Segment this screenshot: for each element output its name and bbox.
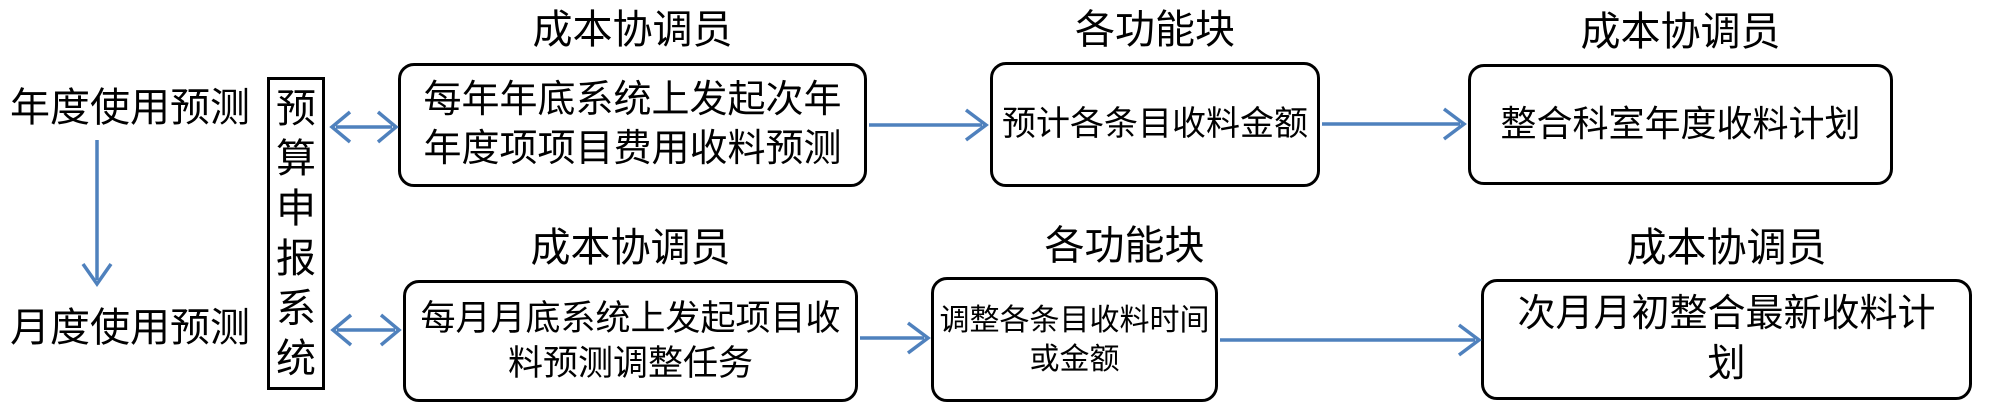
budget-system-box: 预算申报系统 <box>267 77 325 390</box>
process-box-text: 每年年底系统上发起次年 年度项项目费用收料预测 <box>423 78 842 170</box>
process-box-text: 调整各条目收料时间 或金额 <box>939 303 1210 376</box>
process-box-text: 每月月底系统上发起项目收 料预测调整任务 <box>420 298 841 384</box>
flow-arrow-annual-2 <box>1322 107 1467 141</box>
flow-arrow-monthly-1 <box>860 321 931 355</box>
role-label-function-blocks: 各功能块 <box>1075 8 1235 52</box>
bidirectional-arrow-monthly <box>330 313 402 347</box>
flow-arrow-annual-1 <box>869 108 989 142</box>
role-label-cost-coordinator: 成本协调员 <box>530 226 731 270</box>
process-box: 每月月底系统上发起项目收 料预测调整任务 <box>403 280 858 402</box>
step-monthly-adjust: 各功能块 调整各条目收料时间 或金额 <box>931 222 1218 402</box>
step-annual-estimate: 各功能块 预计各条目收料金额 <box>990 6 1320 187</box>
step-annual-initiate: 成本协调员 每年年底系统上发起次年 年度项项目费用收料预测 <box>398 6 867 187</box>
process-box: 预计各条目收料金额 <box>990 62 1320 187</box>
down-arrow <box>81 140 113 288</box>
process-box-text: 次月月初整合最新收料计 划 <box>1517 293 1936 385</box>
process-box: 调整各条目收料时间 或金额 <box>931 277 1218 402</box>
monthly-forecast-label: 月度使用预测 <box>10 306 250 350</box>
process-box: 次月月初整合最新收料计 划 <box>1481 279 1972 400</box>
role-label-cost-coordinator: 成本协调员 <box>1626 226 1827 270</box>
process-box-text: 预计各条目收料金额 <box>1002 105 1308 144</box>
bidirectional-arrow-annual <box>329 110 399 144</box>
role-label-cost-coordinator: 成本协调员 <box>1580 10 1781 54</box>
role-label-function-blocks: 各功能块 <box>1044 224 1205 268</box>
role-label-cost-coordinator: 成本协调员 <box>532 8 733 52</box>
step-annual-consolidate: 成本协调员 整合科室年度收料计划 <box>1468 8 1893 185</box>
step-monthly-consolidate: 成本协调员 次月月初整合最新收料计 划 <box>1481 224 1972 400</box>
budget-system-label: 预算申报系统 <box>276 86 316 381</box>
annual-forecast-label: 年度使用预测 <box>10 86 250 130</box>
process-box: 每年年底系统上发起次年 年度项项目费用收料预测 <box>398 63 867 187</box>
step-monthly-initiate: 成本协调员 每月月底系统上发起项目收 料预测调整任务 <box>403 224 858 402</box>
process-box-text: 整合科室年度收料计划 <box>1500 103 1861 145</box>
process-box: 整合科室年度收料计划 <box>1468 64 1893 185</box>
flow-arrow-monthly-2 <box>1220 323 1482 357</box>
